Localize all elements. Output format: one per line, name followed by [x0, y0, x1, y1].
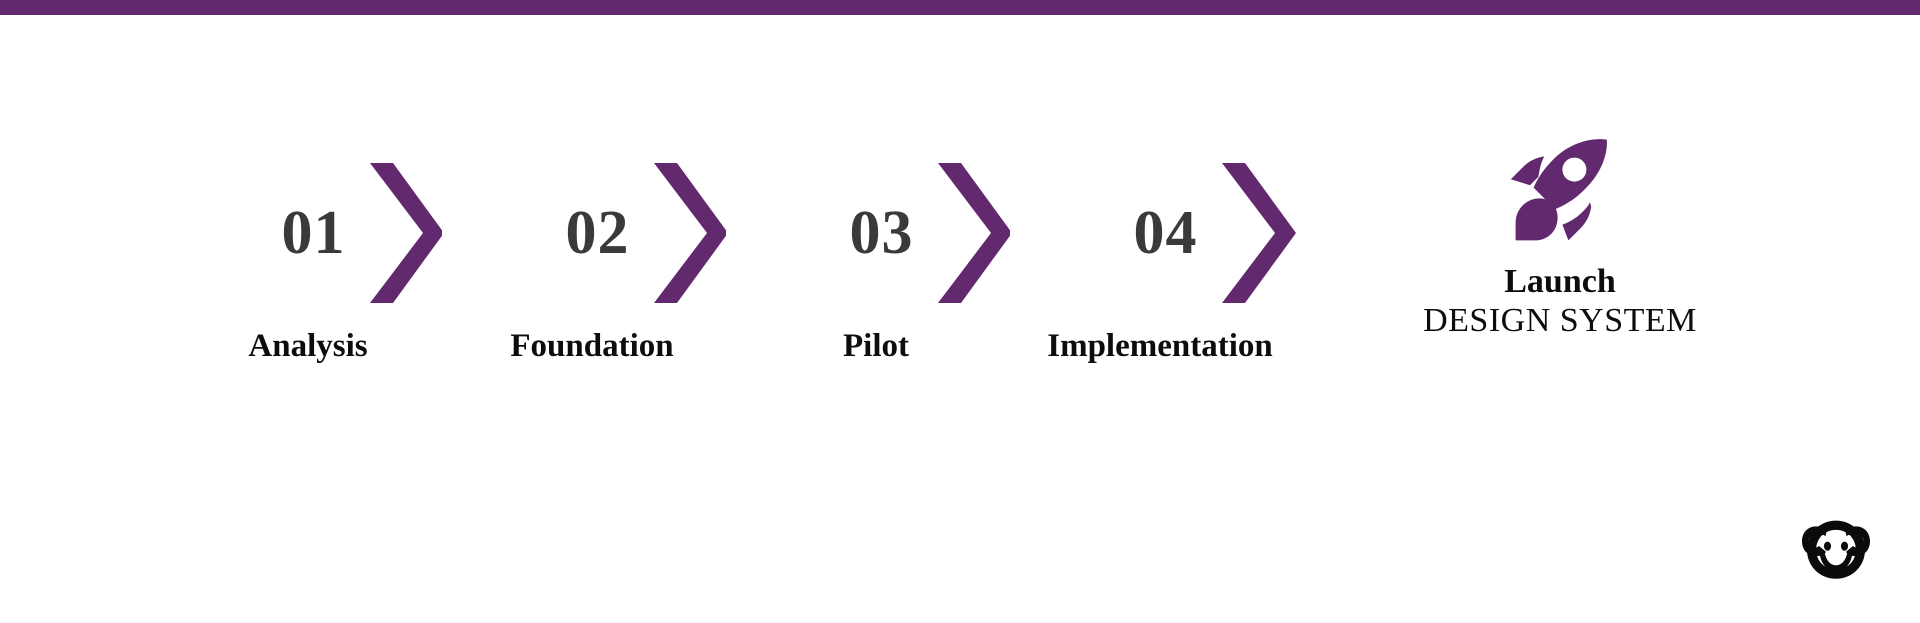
launch-subtitle: DESIGN SYSTEM: [1423, 302, 1697, 340]
process-step-3[interactable]: 03 Pilot: [726, 150, 1026, 410]
step-number: 04: [1133, 199, 1198, 267]
process-step-4[interactable]: 04 Implementation: [1010, 150, 1310, 410]
launch-block: Launch DESIGN SYSTEM: [1395, 130, 1725, 340]
launch-title: Launch: [1504, 263, 1616, 300]
step-label: Analysis: [248, 328, 368, 364]
chevron-graphic: 03: [726, 150, 1026, 320]
chevron-white-card: [158, 163, 423, 303]
step-number: 03: [849, 199, 914, 267]
step-label: Foundation: [510, 328, 674, 364]
step-number: 02: [565, 199, 630, 267]
process-steps-row: 01 Analysis 02 Foundation 03 Pilot 04 Im…: [0, 150, 1920, 410]
chevron-white-card: [442, 163, 707, 303]
process-step-2[interactable]: 02 Foundation: [442, 150, 742, 410]
step-label: Pilot: [843, 328, 909, 364]
process-step-1[interactable]: 01 Analysis: [158, 150, 458, 410]
step-label: Implementation: [1047, 328, 1273, 364]
step-number: 01: [281, 199, 346, 267]
monkey-face-logo: [1802, 520, 1870, 579]
chevron-white-card: [1010, 163, 1275, 303]
chevron-graphic: 02: [442, 150, 742, 320]
rocket-icon: [1510, 139, 1607, 241]
chevron-graphic: 01: [158, 150, 458, 320]
top-accent-band: [0, 0, 1920, 15]
chevron-graphic: 04: [1010, 150, 1310, 320]
chevron-white-card: [726, 163, 991, 303]
